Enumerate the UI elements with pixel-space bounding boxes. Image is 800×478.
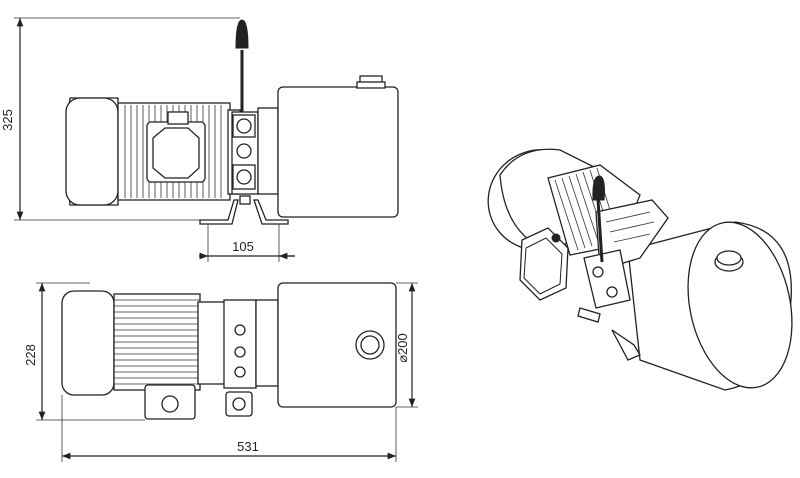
- isometric-view: [487, 148, 793, 391]
- dimension-label-diameter-200: ⌀200: [395, 333, 410, 363]
- top-view: [61, 282, 397, 420]
- dimension-overall-length: 531: [61, 395, 397, 462]
- dimension-foot-spacing: 105: [199, 224, 295, 262]
- dimension-tank-diameter: ⌀200: [395, 282, 418, 408]
- dimension-label-228: 228: [23, 344, 38, 366]
- dimension-height-side: 325: [0, 17, 240, 221]
- dimension-height-top: 228: [23, 282, 145, 421]
- dimension-label-531: 531: [237, 439, 259, 454]
- side-view: [65, 19, 399, 225]
- dimension-label-325: 325: [0, 109, 15, 131]
- dimension-label-105: 105: [232, 239, 254, 254]
